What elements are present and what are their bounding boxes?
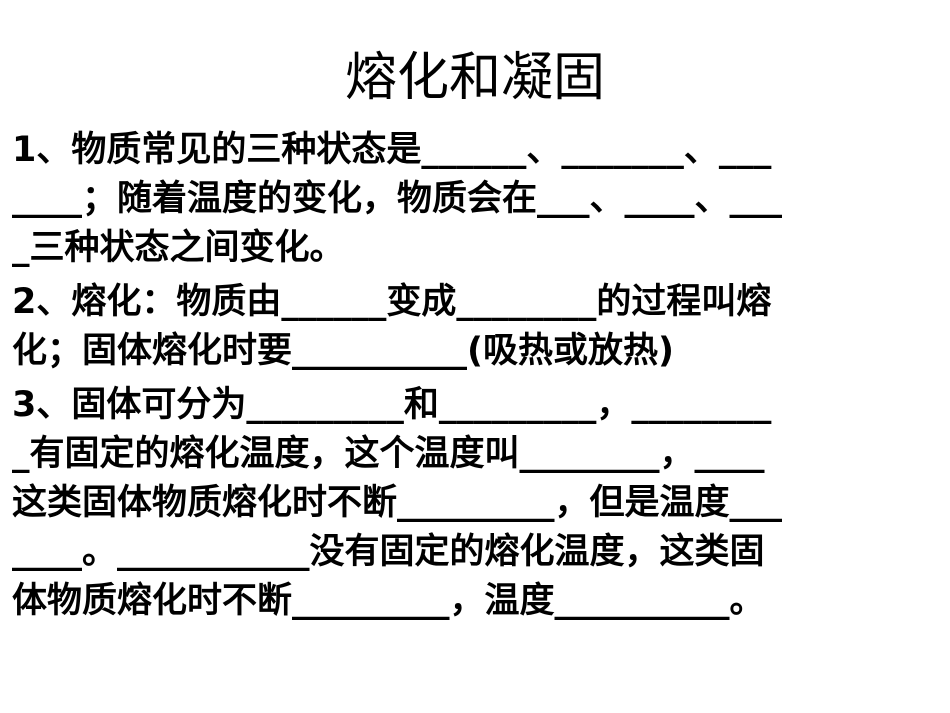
question-3-line-1: 3、固体可分为_________和_________，________: [12, 385, 772, 425]
question-1-line-1: 1、物质常见的三种状态是______、_______、___: [12, 130, 772, 170]
question-1-line-3: _三种状态之间变化。: [12, 228, 345, 268]
question-3-line-2: _有固定的熔化温度，这个温度叫________，____: [12, 434, 765, 474]
question-2-line-1: 2、熔化：物质由______变成________的过程叫熔: [12, 282, 772, 322]
question-3-line-3: 这类固体物质熔化时不断_________，但是温度___: [12, 483, 783, 523]
question-3: 3、固体可分为_________和_________，________ _有固定…: [12, 381, 942, 626]
slide-title: 熔化和凝固: [344, 48, 605, 108]
worksheet-body: 1、物质常见的三种状态是______、_______、___ ____；随着温度…: [12, 126, 942, 631]
question-2: 2、熔化：物质由______变成________的过程叫熔 化；固体熔化时要__…: [12, 278, 942, 376]
question-3-line-5: 体物质熔化时不断_________，温度__________。: [12, 581, 765, 621]
question-1: 1、物质常见的三种状态是______、_______、___ ____；随着温度…: [12, 126, 942, 273]
question-2-line-2: 化；固体熔化时要__________(吸热或放热): [12, 331, 674, 371]
question-1-line-2: ____；随着温度的变化，物质会在___、____、___: [12, 179, 783, 219]
question-3-line-4: ____。___________没有固定的熔化温度，这类固: [12, 532, 765, 572]
